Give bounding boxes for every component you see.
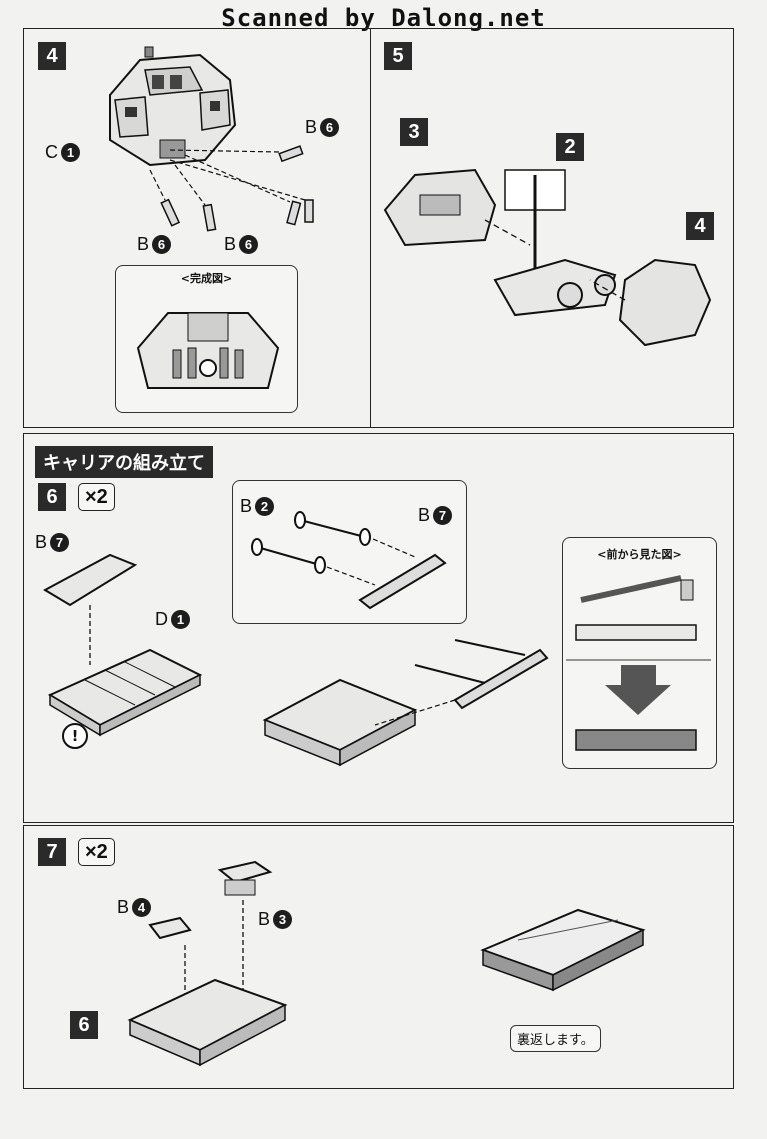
callout-b4: B 4 [117,897,152,918]
callout-b7-left-letter: B [35,532,48,552]
callout-b6-top: B 6 [305,117,340,138]
callout-b7-left-number: 7 [50,533,70,552]
caution-icon: ! [62,723,88,749]
completed-head-illustration [136,312,280,389]
part-ref-4: 4 [686,212,714,240]
callout-d1-number: 1 [171,610,190,629]
callout-b6-left-letter: B [137,234,150,254]
step-7-right-illustration [480,908,646,992]
callout-c1: C 1 [45,142,80,163]
callout-b3: B 3 [258,909,293,930]
head-module-illustration [109,46,237,167]
callout-d1-letter: D [155,609,168,629]
springs-illustration [149,145,314,232]
completed-view-title: <完成図> [180,272,233,285]
step-5-assembly-illustration [383,168,712,347]
callout-b6-top-number: 6 [320,118,340,137]
callout-b6-left-number: 6 [152,235,172,254]
callout-c1-number: 1 [61,143,80,162]
callout-b2-number: 2 [255,497,275,516]
callout-b4-letter: B [117,897,130,917]
callout-b7-right-number: 7 [433,506,453,525]
step-7-panel [23,825,734,1089]
callout-b2-letter: B [240,496,253,516]
axle-illustration [251,511,447,610]
callout-b7-left: B 7 [35,532,70,553]
carrier-panel [23,433,734,823]
step-5-number: 5 [384,42,412,70]
callout-b6-left: B 6 [137,234,172,255]
callout-c1-letter: C [45,142,58,162]
step-6-right-illustration [262,639,549,767]
part-ref-6: 6 [70,1011,98,1039]
completed-view-inset: <完成図> [115,265,298,413]
callout-d1: D 1 [155,609,190,630]
callout-b6-mid-letter: B [224,234,237,254]
step-7-left-illustration [127,860,288,1067]
carrier-section-title: キャリアの組み立て [35,446,213,478]
callout-b6-mid-number: 6 [239,235,259,254]
callout-b2: B 2 [240,496,275,517]
callout-b7-right-letter: B [418,505,431,525]
callout-b4-number: 4 [132,898,152,917]
step-6-multiplier: ×2 [78,483,115,511]
front-view-illustration [566,575,711,751]
callout-b3-number: 3 [273,910,293,929]
part-ref-3: 3 [400,118,428,146]
step-6-number: 6 [38,483,66,511]
flip-over-note: 裏返します。 [510,1025,601,1052]
step-7-number: 7 [38,838,66,866]
step-7-multiplier: ×2 [78,838,115,866]
front-view-title: <前から見た図> [597,548,682,561]
step-6-left-illustration [42,553,203,737]
callout-b3-letter: B [258,909,271,929]
callout-b7-right: B 7 [418,505,453,526]
step-5-panel [370,28,734,428]
callout-b6-mid: B 6 [224,234,259,255]
step-4-number: 4 [38,42,66,70]
part-ref-2: 2 [556,133,584,161]
scan-credit: Scanned by Dalong.net [221,4,546,32]
front-view-inset: <前から見た図> [562,537,717,769]
callout-b6-top-letter: B [305,117,318,137]
